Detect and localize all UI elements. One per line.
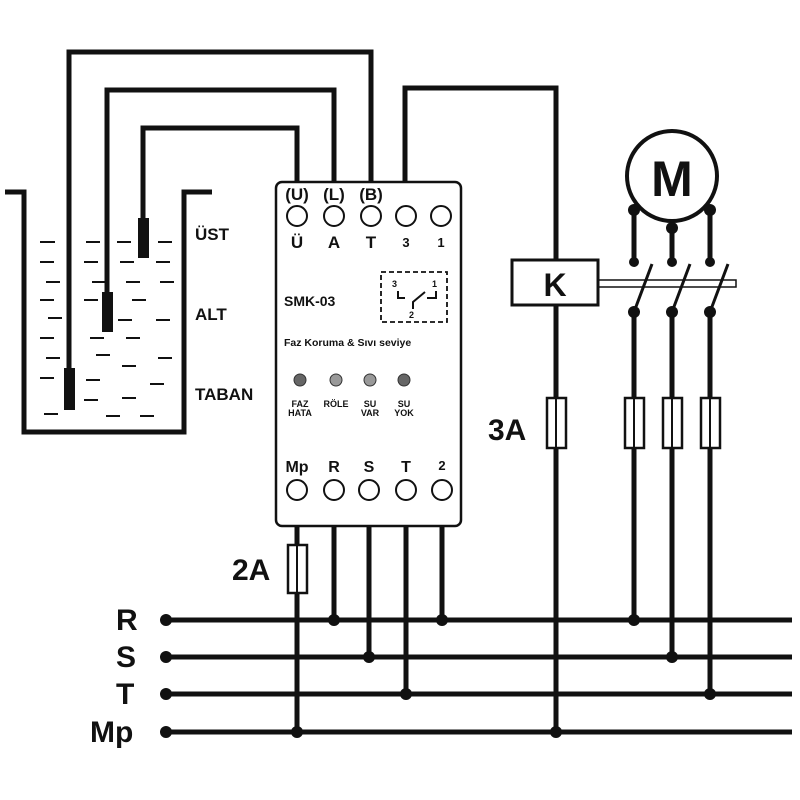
junction-r: [328, 614, 340, 626]
top-terminal-l-paren: (L): [323, 185, 345, 204]
terminal-2: [431, 479, 453, 501]
led-su-yok: [397, 373, 411, 387]
smk03-device: (U) (L) (B) Ü A T 3 1 3 1 2 SMK-: [274, 180, 463, 528]
led-faz-hata: [293, 373, 307, 387]
water-level-dashes: [40, 241, 174, 417]
led-label-su-1: SU: [364, 399, 377, 409]
top-terminal-label-a: A: [328, 233, 340, 252]
contactor-branch: 3A K: [488, 258, 737, 738]
wire-ust: [140, 125, 300, 220]
bottom-terminal-label-2: 2: [438, 458, 445, 473]
contact-2: [670, 263, 692, 313]
relay-common: [412, 291, 426, 309]
bottom-terminal-label-mp: Mp: [285, 459, 308, 476]
relay-pin-1: 1: [432, 279, 437, 289]
contact-1: [632, 263, 654, 313]
relay-pin-3: 3: [392, 279, 397, 289]
terminal-t-probe: [360, 205, 382, 227]
led-label-role: RÖLE: [323, 399, 348, 409]
power-lines: R S T Mp: [90, 604, 792, 749]
led-label-faz: FAZ: [292, 399, 310, 409]
top-terminal-label-3: 3: [402, 235, 409, 250]
relay-pin-2: 2: [409, 310, 414, 320]
fuse-label-2a: 2A: [232, 554, 270, 587]
top-terminal-label-u: Ü: [291, 233, 303, 252]
top-terminal-label-1: 1: [437, 235, 444, 250]
probe-taban: [64, 368, 75, 410]
wire-relay-3-to-k: [402, 85, 559, 260]
fuse-label-3a: 3A: [488, 414, 526, 447]
top-terminals: (U) (L) (B) Ü A T 3 1: [285, 185, 452, 252]
terminal-r: [323, 479, 345, 501]
line-label-mp: Mp: [90, 716, 133, 749]
contactor-coil: [510, 258, 600, 307]
terminal-s: [358, 479, 380, 501]
led-label-su-2: SU: [398, 399, 411, 409]
device-bottom-wiring: 2A: [232, 505, 448, 738]
junction-mp: [291, 726, 303, 738]
relay-symbol: 3 1 2: [380, 271, 448, 323]
relay-contact-right: [427, 291, 437, 299]
junction-motor-s: [666, 651, 678, 663]
top-terminal-u-paren: (U): [285, 185, 309, 204]
junction-s: [363, 651, 375, 663]
motor-label: M: [651, 151, 693, 207]
device-model: SMK-03: [284, 293, 336, 309]
terminal-1: [430, 205, 452, 227]
probe-ust: [138, 218, 149, 258]
led-su-var: [363, 373, 377, 387]
junction-2: [436, 614, 448, 626]
contactor-label: K: [543, 267, 566, 303]
relay-outline: [380, 271, 448, 323]
bottom-terminals: Mp R S T 2: [285, 458, 453, 501]
wire-taban: [66, 49, 374, 370]
terminal-a: [323, 205, 345, 227]
tank-label-taban: TABAN: [195, 385, 253, 404]
device-subtitle: Faz Koruma & Sıvı seviye: [284, 337, 411, 349]
line-t-end: [160, 688, 172, 700]
status-leds: FAZ HATA RÖLE SU VAR SU YOK: [288, 373, 414, 418]
wire-alt: [104, 87, 337, 294]
terminal-3: [395, 205, 417, 227]
contactor-link-bar: [597, 279, 737, 288]
line-s-end: [160, 651, 172, 663]
bottom-terminal-label-s: S: [364, 459, 375, 476]
probe-wires: [66, 49, 559, 370]
bottom-terminal-label-r: R: [328, 459, 340, 476]
bottom-terminal-label-t: T: [401, 459, 411, 476]
junction-k-mp: [550, 726, 562, 738]
top-terminal-label-t: T: [366, 233, 377, 252]
relay-contact-left: [397, 291, 405, 299]
water-tank: ÜST ALT TABAN: [5, 189, 253, 435]
terminal-mp: [286, 479, 308, 501]
probe-alt: [102, 292, 113, 332]
junction-t: [400, 688, 412, 700]
contact-3: [708, 263, 730, 313]
led-role: [329, 373, 343, 387]
line-label-s: S: [116, 641, 136, 674]
line-label-t: T: [116, 678, 134, 711]
device-body: [274, 180, 463, 528]
terminal-u: [286, 205, 308, 227]
motor-branch: M: [623, 129, 730, 700]
tank-wall: [5, 189, 212, 435]
tank-label-ust: ÜST: [195, 225, 230, 244]
junction-motor-r: [628, 614, 640, 626]
terminal-t: [395, 479, 417, 501]
line-r-end: [160, 614, 172, 626]
led-label-var: VAR: [361, 408, 380, 418]
led-label-yok: YOK: [394, 408, 414, 418]
line-mp-end: [160, 726, 172, 738]
tank-label-alt: ALT: [195, 305, 227, 324]
junction-motor-t: [704, 688, 716, 700]
top-terminal-b-paren: (B): [359, 185, 383, 204]
line-label-r: R: [116, 604, 138, 637]
motor-symbol: [625, 129, 719, 223]
led-label-hata: HATA: [288, 408, 312, 418]
